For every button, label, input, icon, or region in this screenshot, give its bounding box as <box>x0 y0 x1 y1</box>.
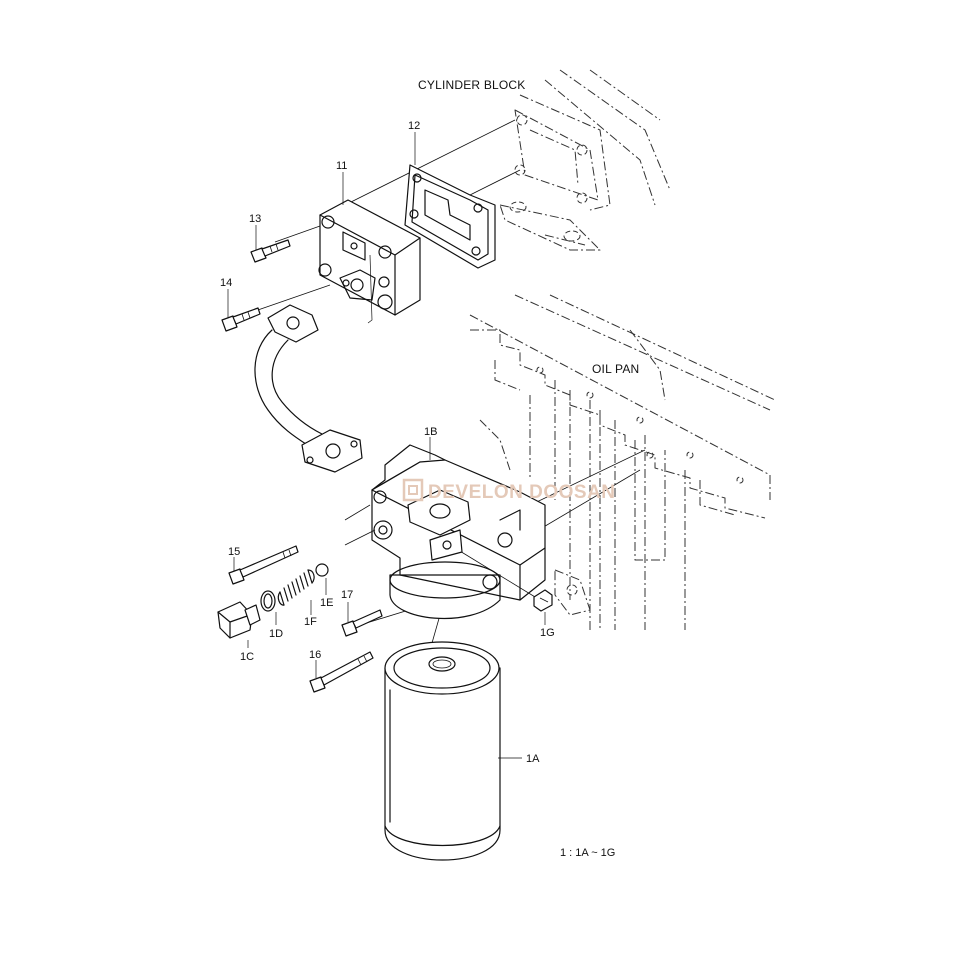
callout-15: 15 <box>228 546 240 558</box>
callout-14: 14 <box>220 277 232 289</box>
callout-1D: 1D <box>269 628 283 640</box>
callout-1B: 1B <box>424 426 437 438</box>
callout-1A: 1A <box>526 753 540 765</box>
callout-1C: 1C <box>240 651 254 663</box>
leader-lines <box>227 132 546 759</box>
oil-tube <box>254 304 363 473</box>
bolt-15 <box>228 545 299 585</box>
ratio-note: 1 : 1A ~ 1G <box>560 847 615 859</box>
plug-1C <box>217 601 261 639</box>
bolt-14 <box>221 307 261 332</box>
gasket-12 <box>404 164 496 269</box>
watermark: DEVELON DOOSAN <box>402 478 616 503</box>
callout-11: 11 <box>336 160 347 172</box>
spring-1F <box>277 569 315 606</box>
o-ring-1D <box>260 590 276 612</box>
filter-head-1B <box>371 444 546 620</box>
callout-1G: 1G <box>540 627 555 639</box>
plug-1G <box>533 589 553 612</box>
bolt-13 <box>250 239 291 263</box>
ball-1E <box>315 563 329 577</box>
callout-1E: 1E <box>320 597 333 609</box>
callout-16: 16 <box>309 649 321 661</box>
cylinder-block-phantom <box>499 69 671 251</box>
oil-pan-phantom <box>469 294 776 630</box>
oil-filter-1A <box>384 641 501 861</box>
callout-12: 12 <box>408 120 420 132</box>
watermark-text: DEVELON DOOSAN <box>428 482 616 503</box>
bolt-16 <box>309 651 374 693</box>
callout-1F: 1F <box>304 616 317 628</box>
callout-13: 13 <box>249 213 261 225</box>
callout-17: 17 <box>341 589 353 601</box>
bolt-17 <box>341 609 383 637</box>
cylinder-block-label: CYLINDER BLOCK <box>418 78 526 92</box>
oil-pan-label: OIL PAN <box>592 362 639 376</box>
adapter-block-11 <box>318 199 421 324</box>
